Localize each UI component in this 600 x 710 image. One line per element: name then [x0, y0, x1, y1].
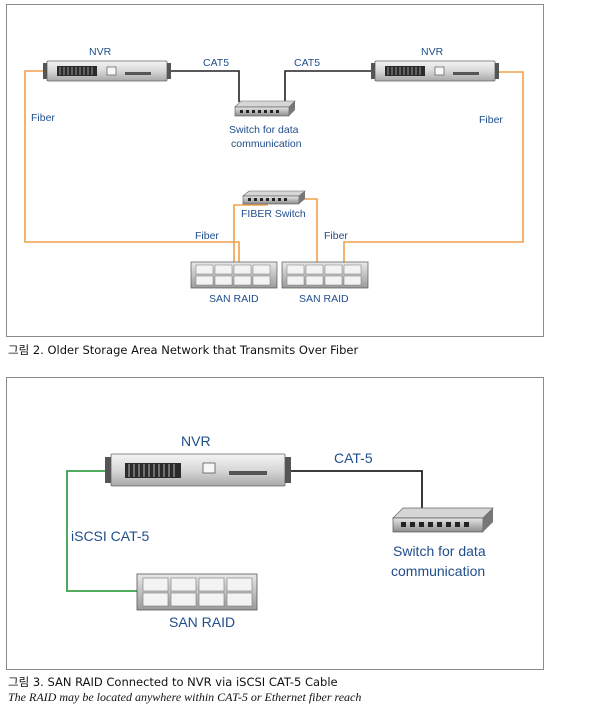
cat5-label-fig3: CAT-5 — [334, 450, 373, 466]
cables-fig2 — [24, 70, 524, 263]
cat5-cable-left — [167, 70, 240, 102]
figure-3-note: The RAID may be located anywhere within … — [8, 690, 362, 704]
data-switch-fig2 — [234, 100, 296, 117]
san-raid-right-unit — [281, 261, 369, 289]
cat5-left-label: CAT5 — [203, 57, 229, 69]
iscsi-cat5-cable — [66, 470, 137, 592]
san-raid-left-label: SAN RAID — [209, 293, 259, 305]
san-raid-unit-fig3 — [136, 573, 258, 611]
nvr-label-fig3: NVR — [181, 433, 211, 449]
nvr-unit-fig3 — [105, 453, 291, 487]
fiber-switch-unit — [242, 190, 306, 205]
figure-2-diagram: NVR NVR CAT5 CAT5 Switch for data commun… — [24, 46, 524, 305]
figure-2-caption: 그림 2. Older Storage Area Network that Tr… — [8, 343, 359, 357]
switch-label-line1: Switch for data — [229, 124, 299, 136]
san-raid-left-unit — [190, 261, 278, 289]
figure-3-diagram: NVR CAT-5 iSCSI CAT-5 Switch for data co… — [66, 433, 494, 630]
fiber-switch-to-raid-right — [303, 198, 318, 263]
data-switch-fig3 — [392, 507, 494, 533]
fiber-cable-right — [343, 71, 524, 263]
fiber-cable-left — [24, 70, 240, 263]
switch-label-line1-fig3: Switch for data — [393, 543, 486, 559]
figure-2-panel: NVR NVR CAT5 CAT5 Switch for data commun… — [6, 4, 544, 337]
san-raid-label-fig3: SAN RAID — [169, 614, 235, 630]
nvr-left-unit — [43, 60, 171, 82]
cables-fig3 — [66, 470, 423, 592]
fiber-switch-label: FIBER Switch — [241, 208, 306, 220]
switch-label-line2-fig3: communication — [391, 563, 485, 579]
nvr-right-unit — [371, 60, 499, 82]
san-raid-right-label: SAN RAID — [299, 293, 349, 305]
figure-3-caption: 그림 3. SAN RAID Connected to NVR via iSCS… — [8, 675, 338, 689]
cat5-right-label: CAT5 — [294, 57, 320, 69]
figure-3-panel: NVR CAT-5 iSCSI CAT-5 Switch for data co… — [6, 377, 544, 670]
iscsi-cat5-label: iSCSI CAT-5 — [71, 528, 150, 544]
cat5-cable-fig3 — [289, 470, 423, 508]
fiber-left-label: Fiber — [31, 112, 55, 124]
switch-label-line2: communication — [231, 138, 302, 150]
cat5-cable-right — [284, 70, 375, 102]
fiber-mid-right-label: Fiber — [324, 230, 348, 242]
fiber-switch-to-raid-left — [233, 204, 268, 263]
fiber-right-label: Fiber — [479, 114, 503, 126]
fiber-mid-left-label: Fiber — [195, 230, 219, 242]
nvr-left-label: NVR — [89, 46, 112, 58]
nvr-right-label: NVR — [421, 46, 444, 58]
